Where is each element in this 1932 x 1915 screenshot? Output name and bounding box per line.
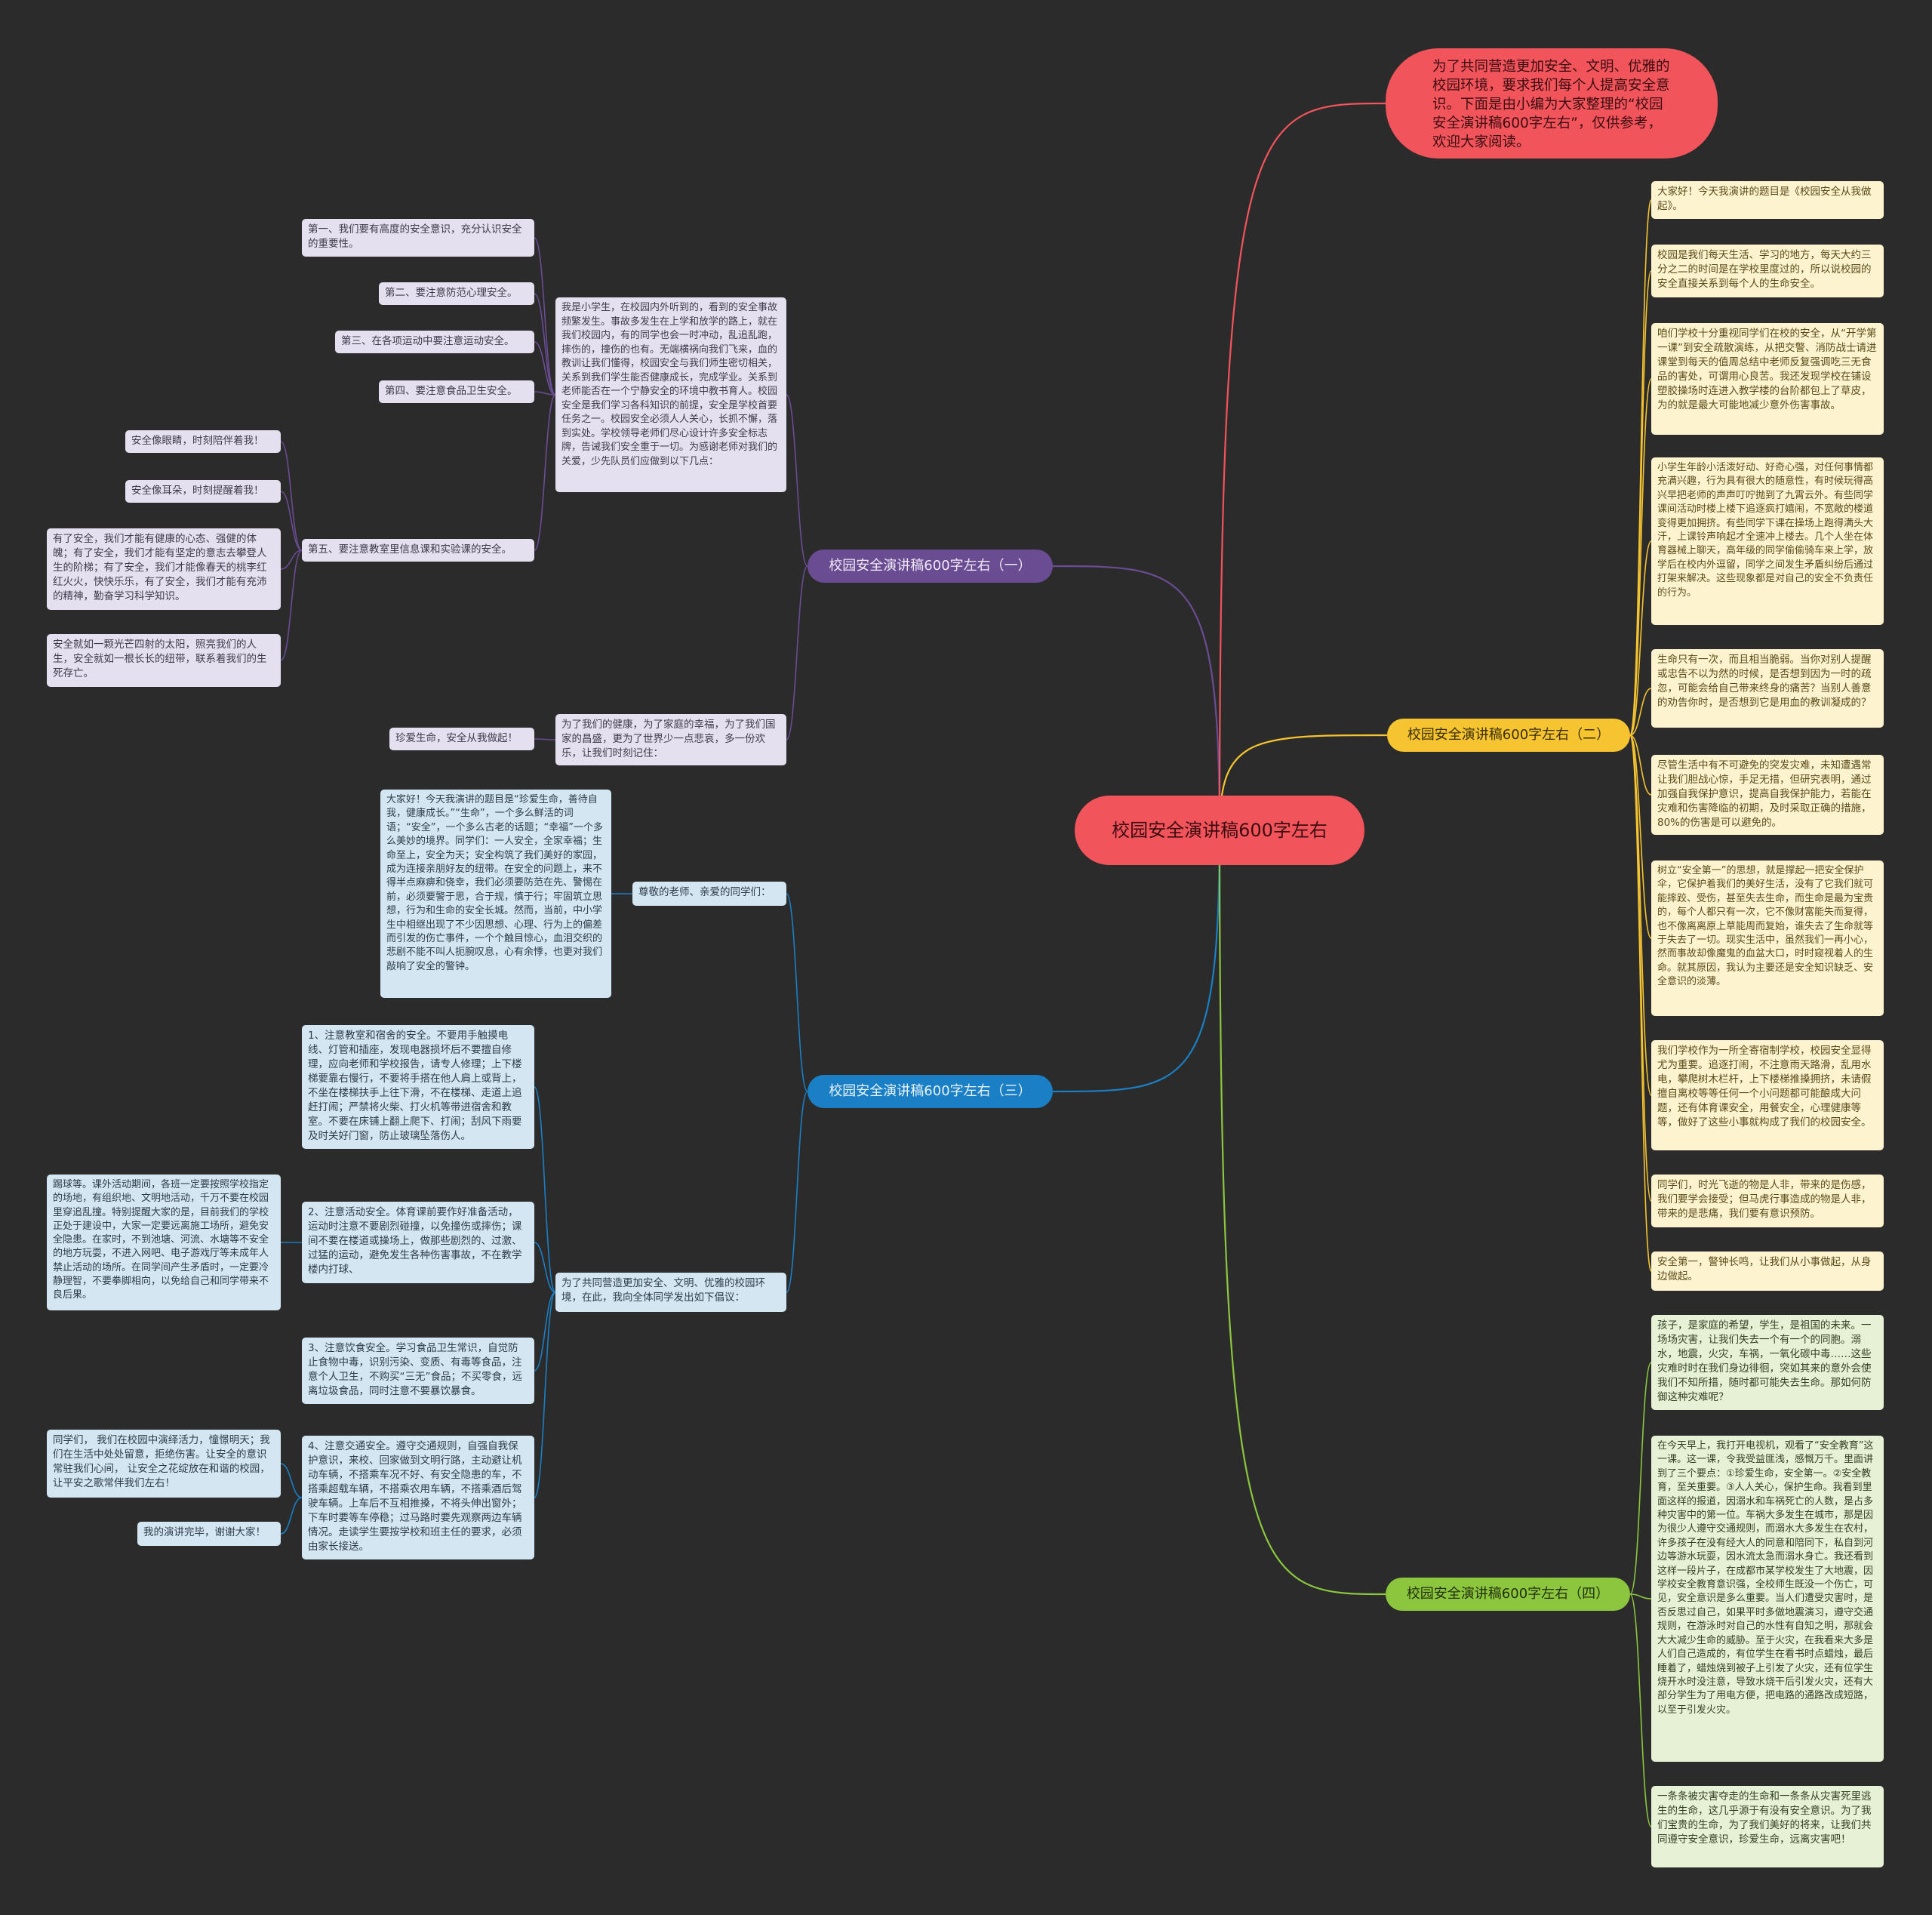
link-b2-1: [1629, 199, 1652, 736]
b1-end[interactable]: 为了我们的健康，为了家庭的幸福，为了我们国家的昌盛，更为了世界少一点悲哀，多一份…: [555, 714, 786, 765]
link-b1-point-3: [534, 341, 556, 396]
link-b2-8: [1629, 734, 1652, 1096]
b1-sub-1[interactable]: 安全像眼睛，时刻陪伴着我！: [125, 430, 281, 453]
link-b1-slogan: [534, 738, 556, 740]
link-b4-2: [1629, 1593, 1652, 1599]
link-b2-5: [1629, 688, 1652, 736]
link-b2-6: [1629, 734, 1652, 796]
b1-point-2[interactable]: 第二、要注意防范心理安全。: [379, 282, 534, 305]
link-b2-2: [1629, 270, 1652, 736]
b1-sub-3[interactable]: 有了安全，我们才能有健康的心态、强健的体魄；有了安全，我们才能有坚定的意志去攀登…: [47, 528, 281, 610]
link-b3-item-3: [534, 1292, 556, 1372]
b3-speech[interactable]: 大家好！今天我演讲的题目是“珍爱生命，善待自我，健康成长。”“生命”，一个多么鲜…: [380, 790, 611, 998]
branch-3[interactable]: 校园安全演讲稿600字左右（三）: [808, 1075, 1053, 1108]
link-b1-main: [786, 394, 808, 567]
b2-item-7[interactable]: 树立“安全第一”的思想，就是撑起一把安全保护伞，它保护着我们的美好生活，没有了它…: [1651, 861, 1884, 1016]
b1-main[interactable]: 我是小学生，在校园内外听到的，看到的安全事故频繁发生。事故多发生在上学和放学的路…: [555, 297, 786, 492]
b2-item-6[interactable]: 尽管生活中有不可避免的突发灾难，未知遭遇常让我们胆战心惊，手足无措，但研究表明，…: [1651, 755, 1884, 835]
b3-item-4b[interactable]: 我的演讲完毕，谢谢大家！: [137, 1522, 281, 1546]
b1-point-3[interactable]: 第三、在各项运动中要注意运动安全。: [335, 331, 534, 353]
link-b3-item-2: [534, 1242, 556, 1293]
link-b3-item-4b: [280, 1497, 303, 1535]
b2-item-5[interactable]: 生命只有一次，而且相当脆弱。当你对别人提醒或忠告不以为然的时候，是否想到因为一时…: [1651, 649, 1884, 728]
link-b2-9: [1629, 734, 1652, 1202]
link-b2-4: [1629, 540, 1652, 736]
b2-item-8[interactable]: 我们学校作为一所全寄宿制学校，校园安全显得尤为重要。追逐打闹，不注意雨天路滑，乱…: [1651, 1040, 1884, 1150]
link-b1-point-2: [534, 293, 556, 396]
b3-call[interactable]: 为了共同营造更加安全、文明、优雅的校园环境，在此，我向全体同学发出如下倡议：: [555, 1273, 786, 1312]
b3-item-3[interactable]: 3、注意饮食安全。学习食品卫生常识，自觉防止食物中毒，识别污染、变质、有毒等食品…: [302, 1338, 534, 1404]
central-topic[interactable]: 校园安全演讲稿600字左右: [1075, 796, 1364, 865]
link-b1-sub-2: [280, 491, 303, 551]
link-b2-3: [1629, 378, 1652, 736]
b1-slogan[interactable]: 珍爱生命，安全从我做起！: [389, 728, 534, 750]
b2-item-1[interactable]: 大家好！今天我演讲的题目是《校园安全从我做起》。: [1651, 181, 1884, 219]
b2-item-9[interactable]: 同学们，时光飞逝的物是人非，带来的是伤感，我们要学会接受；但马虎行事造成的物是人…: [1651, 1175, 1884, 1227]
b2-item-2[interactable]: 校园是我们每天生活、学习的地方，每天大约三分之二的时间是在学校里度过的，所以说校…: [1651, 245, 1884, 297]
link-b3-call: [786, 1091, 808, 1293]
link-b3-item-4a: [280, 1463, 303, 1498]
link-b2-7: [1629, 734, 1652, 939]
link-b4-3: [1629, 1593, 1652, 1827]
b3-item-2[interactable]: 2、注意活动安全。体育课前要作好准备活动，运动时注意不要剧烈碰撞，以免撞伤或摔伤…: [302, 1202, 534, 1283]
b2-item-3[interactable]: 咱们学校十分重视同学们在校的安全，从“开学第一课”到安全疏散演练，从把交警、消防…: [1651, 323, 1884, 435]
link-b2-10: [1629, 734, 1652, 1272]
link-b1-sub-4: [280, 550, 303, 661]
link-b1-sub-1: [280, 441, 303, 551]
b1-point-1[interactable]: 第一、我们要有高度的安全意识，充分认识安全的重要性。: [302, 219, 534, 257]
link-b1-sub-3: [280, 550, 303, 570]
link-center-b3: [1052, 830, 1221, 1093]
b1-sub-4[interactable]: 安全就如一颗光芒四射的太阳，照亮我们的人生，安全就如一根长长的纽带，联系着我们的…: [47, 634, 281, 687]
branch-2[interactable]: 校园安全演讲稿600字左右（二）: [1387, 719, 1630, 752]
link-b1-point-4: [534, 391, 556, 396]
b1-point-5[interactable]: 第五、要注意教室里信息课和实验课的安全。: [302, 539, 534, 562]
link-b3-item-1: [534, 1086, 556, 1293]
b2-item-10[interactable]: 安全第一，警钟长鸣，让我们从小事做起，从身边做起。: [1651, 1252, 1884, 1291]
link-b4-1: [1629, 1362, 1652, 1595]
link-center-intro: [1218, 102, 1386, 831]
b3-item-1[interactable]: 1、注意教室和宿舍的安全。不要用手触摸电线、灯管和插座，发现电器损坏后不要擅自修…: [302, 1025, 534, 1149]
link-b3-greeting: [786, 893, 808, 1092]
b3-item-2b[interactable]: 踢球等。课外活动期间，各班一定要按照学校指定的场地，有组织地、文明地活动，千万不…: [47, 1175, 281, 1310]
b1-sub-2[interactable]: 安全像耳朵，时刻提醒着我！: [125, 480, 281, 503]
link-b3-item-4: [534, 1292, 556, 1498]
link-center-b1: [1052, 565, 1221, 831]
b4-item-2[interactable]: 在今天早上，我打开电视机，观看了“安全教育”这一课。这一课，令我受益匪浅，感慨万…: [1651, 1436, 1884, 1762]
link-b1-end: [786, 565, 808, 740]
branch-1[interactable]: 校园安全演讲稿600字左右（一）: [808, 550, 1053, 583]
b3-item-4a[interactable]: 同学们， 我们在校园中演绎活力，憧憬明天；我们在生活中处处留意，拒绝伤害。让安全…: [47, 1430, 281, 1498]
branch-4[interactable]: 校园安全演讲稿600字左右（四）: [1386, 1578, 1630, 1611]
b1-point-4[interactable]: 第四、要注意食品卫生安全。: [379, 380, 534, 403]
b3-greeting[interactable]: 尊敬的老师、亲爱的同学们：: [632, 882, 786, 906]
b4-item-3[interactable]: 一条条被灾害夺走的生命和一条条从灾害死里逃生的生命，这几乎源于有没有安全意识。为…: [1651, 1786, 1884, 1867]
link-b1-point-1: [534, 237, 556, 396]
b3-item-4[interactable]: 4、注意交通安全。遵守交通规则，自强自我保护意识，来校、回家做到文明行路，主动避…: [302, 1436, 534, 1559]
b4-item-1[interactable]: 孩子，是家庭的希望，学生，是祖国的未来。一场场灾害，让我们失去一个有一个的同胞。…: [1651, 1315, 1884, 1410]
link-center-b4: [1218, 830, 1386, 1596]
b2-item-4[interactable]: 小学生年龄小活泼好动、好奇心强，对任何事情都充满兴趣，行为具有很大的随意性，有时…: [1651, 457, 1884, 625]
intro-node[interactable]: 为了共同营造更加安全、文明、优雅的校园环境，要求我们每个人提高安全意识。下面是由…: [1386, 48, 1718, 159]
link-b1-point-5: [534, 394, 556, 551]
